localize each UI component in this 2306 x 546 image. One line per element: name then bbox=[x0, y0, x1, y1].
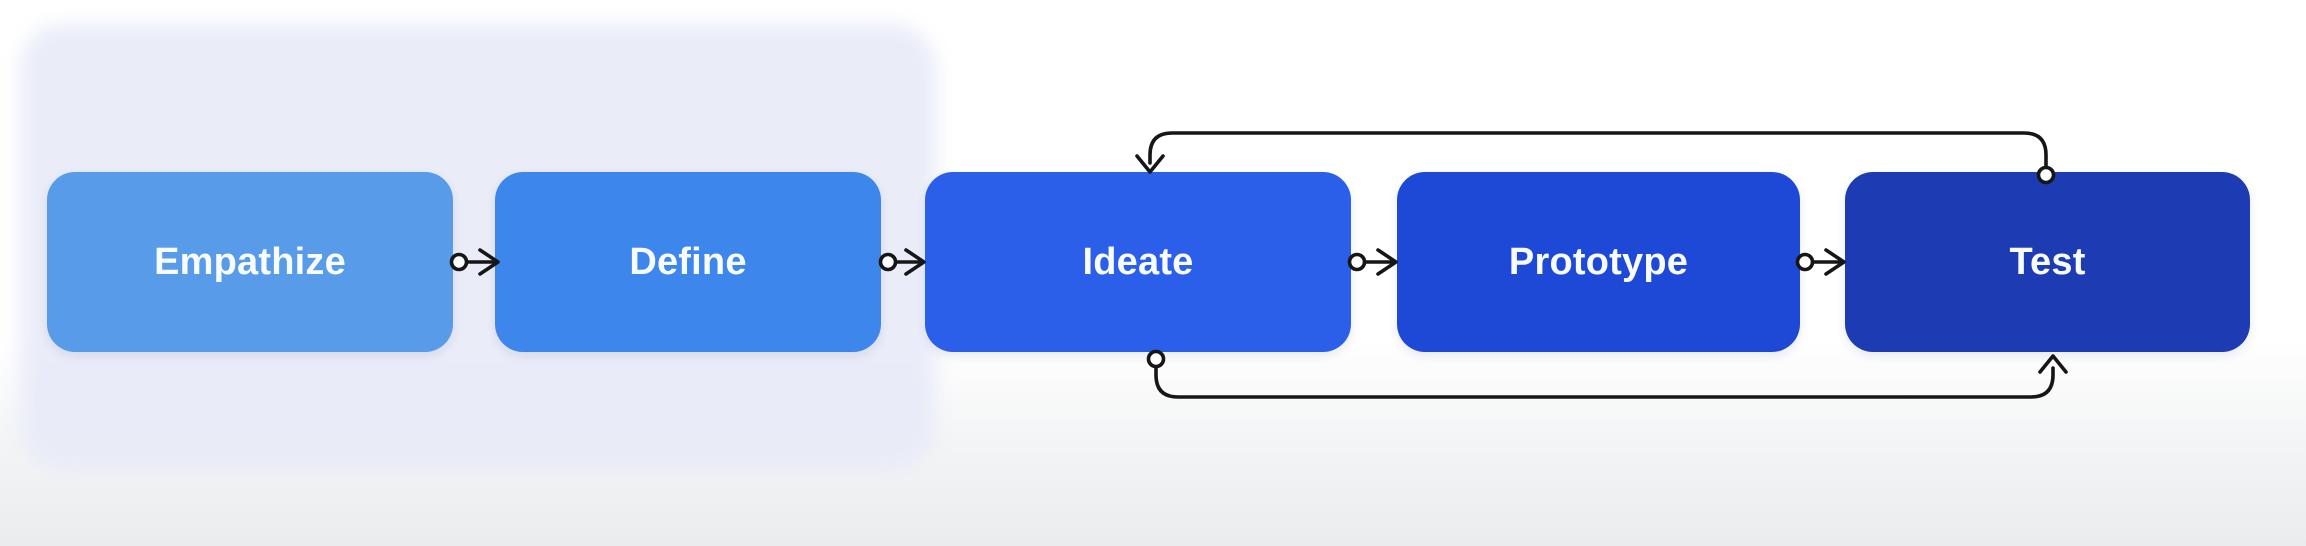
stage-node-test: Test bbox=[1845, 172, 2250, 352]
stage-label-test: Test bbox=[2009, 240, 2086, 283]
stage-label-define: Define bbox=[629, 240, 747, 283]
loop-arrowhead-icon bbox=[1135, 154, 1165, 174]
loop-ideate-to-test bbox=[1146, 349, 2068, 399]
stage-node-prototype: Prototype bbox=[1397, 172, 1800, 352]
stage-label-ideate: Ideate bbox=[1082, 240, 1194, 283]
loop-start-dot-icon bbox=[1146, 349, 1166, 369]
connector-ideate-prototype bbox=[1347, 248, 1398, 276]
stage-label-prototype: Prototype bbox=[1508, 240, 1689, 283]
connector-arrowhead-icon bbox=[1824, 248, 1846, 276]
stage-label-empathize: Empathize bbox=[154, 240, 346, 283]
connector-prototype-test bbox=[1795, 248, 1846, 276]
loop-arrowhead-icon bbox=[2038, 354, 2068, 374]
connector-start-dot-icon bbox=[1347, 252, 1367, 272]
loop-line bbox=[1148, 131, 2048, 169]
stage-node-ideate: Ideate bbox=[925, 172, 1351, 352]
loop-line bbox=[1154, 365, 2055, 399]
stage-node-define: Define bbox=[495, 172, 881, 352]
stage-node-empathize: Empathize bbox=[47, 172, 453, 352]
connector-arrowhead-icon bbox=[1376, 248, 1398, 276]
